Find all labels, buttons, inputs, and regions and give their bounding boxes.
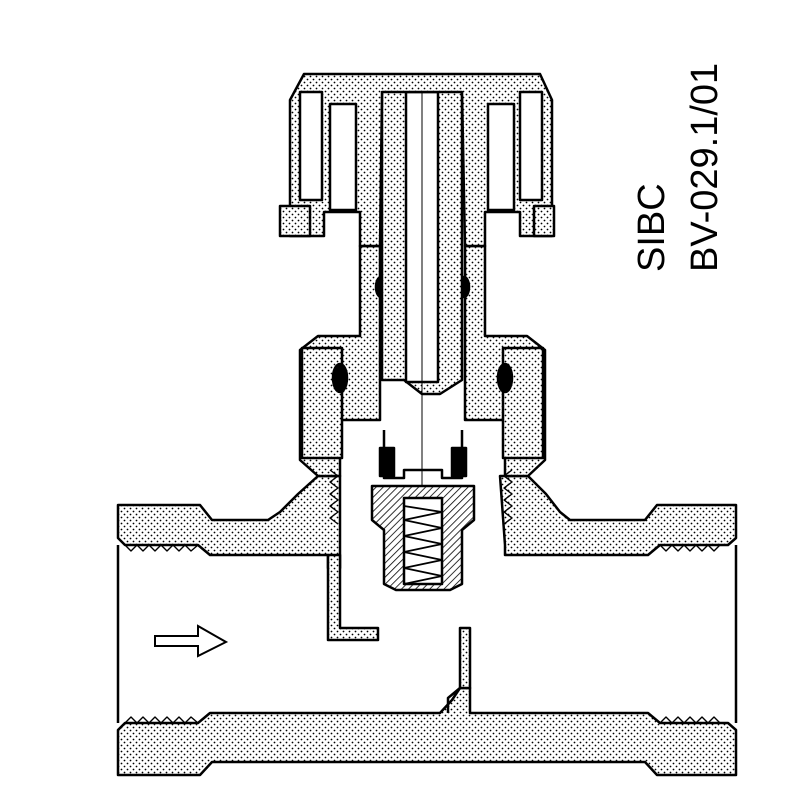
compression-spring [403,505,443,585]
cap-grip-left-outer [298,90,324,202]
cap-grip-right-inner [486,102,516,212]
pipe-top-wall [116,474,342,570]
o-ring-mid-right [496,362,514,394]
drawing-code-label: BV-029.1/01 [684,62,726,272]
cap-grip-left-inner [328,102,358,212]
bonnet-thread-right [503,469,513,525]
union-nut-left [300,346,344,460]
cap-flange-left [278,204,312,238]
pipe-top-wall-right [498,474,738,557]
partition-weir [446,687,461,713]
bonnet-thread-left [329,469,339,525]
seat-gasket-right [450,446,468,478]
partition-wall-lower [458,626,472,690]
pipe-thread-left-top [124,544,199,552]
pipe-thread-left-bottom [124,716,199,724]
pipe-thread-right-bottom [659,716,728,724]
pipe-thread-right-top [659,544,728,552]
partition-wall-upper [326,553,380,642]
cap-flange-right [532,204,556,238]
arrow-right-icon [154,624,229,658]
union-nut-right [501,346,545,460]
seat-retainer [382,430,464,480]
seat-gasket-left [378,446,396,478]
pipe-bottom-wall [116,686,738,777]
cap-grip-right-outer [518,90,544,202]
o-ring-mid-left [331,362,349,394]
manufacturer-label: SIBC [631,183,673,272]
